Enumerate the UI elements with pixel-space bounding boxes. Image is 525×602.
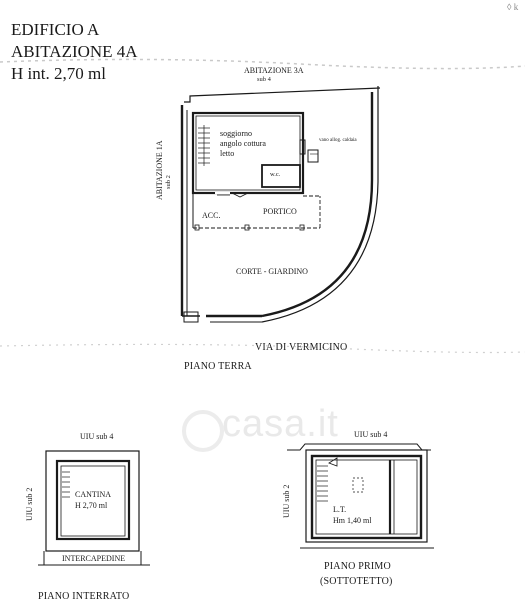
- garden-label: CORTE - GIARDINO: [236, 267, 308, 276]
- building-title: EDIFICIO A: [11, 20, 100, 39]
- room-attic-height: Hm 1,40 ml: [333, 516, 372, 525]
- floor-title-first-sub: (SOTTOTETTO): [320, 576, 393, 587]
- neighbor-top-label: ABITAZIONE 3A: [244, 66, 304, 75]
- room-attic: L.T.: [333, 505, 347, 514]
- room-living: soggiorno: [220, 129, 252, 138]
- room-portico: PORTICO: [263, 207, 297, 216]
- room-acc: ACC.: [202, 211, 221, 220]
- watermark-logo-icon: [182, 410, 224, 452]
- gap-label: INTERCAPEDINE: [62, 554, 126, 563]
- neighbor-left-label: ABITAZIONE 1A: [155, 140, 164, 200]
- first-neighbor-left: UIU sub 2: [282, 484, 291, 518]
- floor-title-ground: PIANO TERRA: [184, 361, 252, 372]
- street-label: VIA DI VERMICINO: [255, 342, 348, 353]
- boiler-label: vano allog. caldaia: [319, 138, 357, 143]
- unit-title: ABITAZIONE 4A: [11, 42, 138, 61]
- watermark: casa.it: [222, 403, 339, 445]
- corner-mark: ◊ k: [507, 2, 519, 12]
- first-neighbor-top: UIU sub 4: [354, 430, 388, 439]
- floor-title-first: PIANO PRIMO: [324, 561, 391, 572]
- neighbor-top-sub: sub 4: [257, 76, 271, 83]
- neighbor-left-sub: sub 2: [165, 175, 172, 189]
- height-note: H int. 2,70 ml: [11, 64, 106, 83]
- room-wc: w.c.: [270, 171, 281, 178]
- floor-title-basement: PIANO INTERRATO: [38, 591, 130, 602]
- basement-neighbor-top: UIU sub 4: [80, 432, 114, 441]
- room-kitchen-corner: angolo cottura: [220, 139, 266, 148]
- room-cellar-height: H 2,70 ml: [75, 501, 108, 510]
- basement-neighbor-left: UIU sub 2: [25, 487, 34, 521]
- room-bed: letto: [220, 149, 235, 158]
- room-cellar: CANTINA: [75, 490, 111, 499]
